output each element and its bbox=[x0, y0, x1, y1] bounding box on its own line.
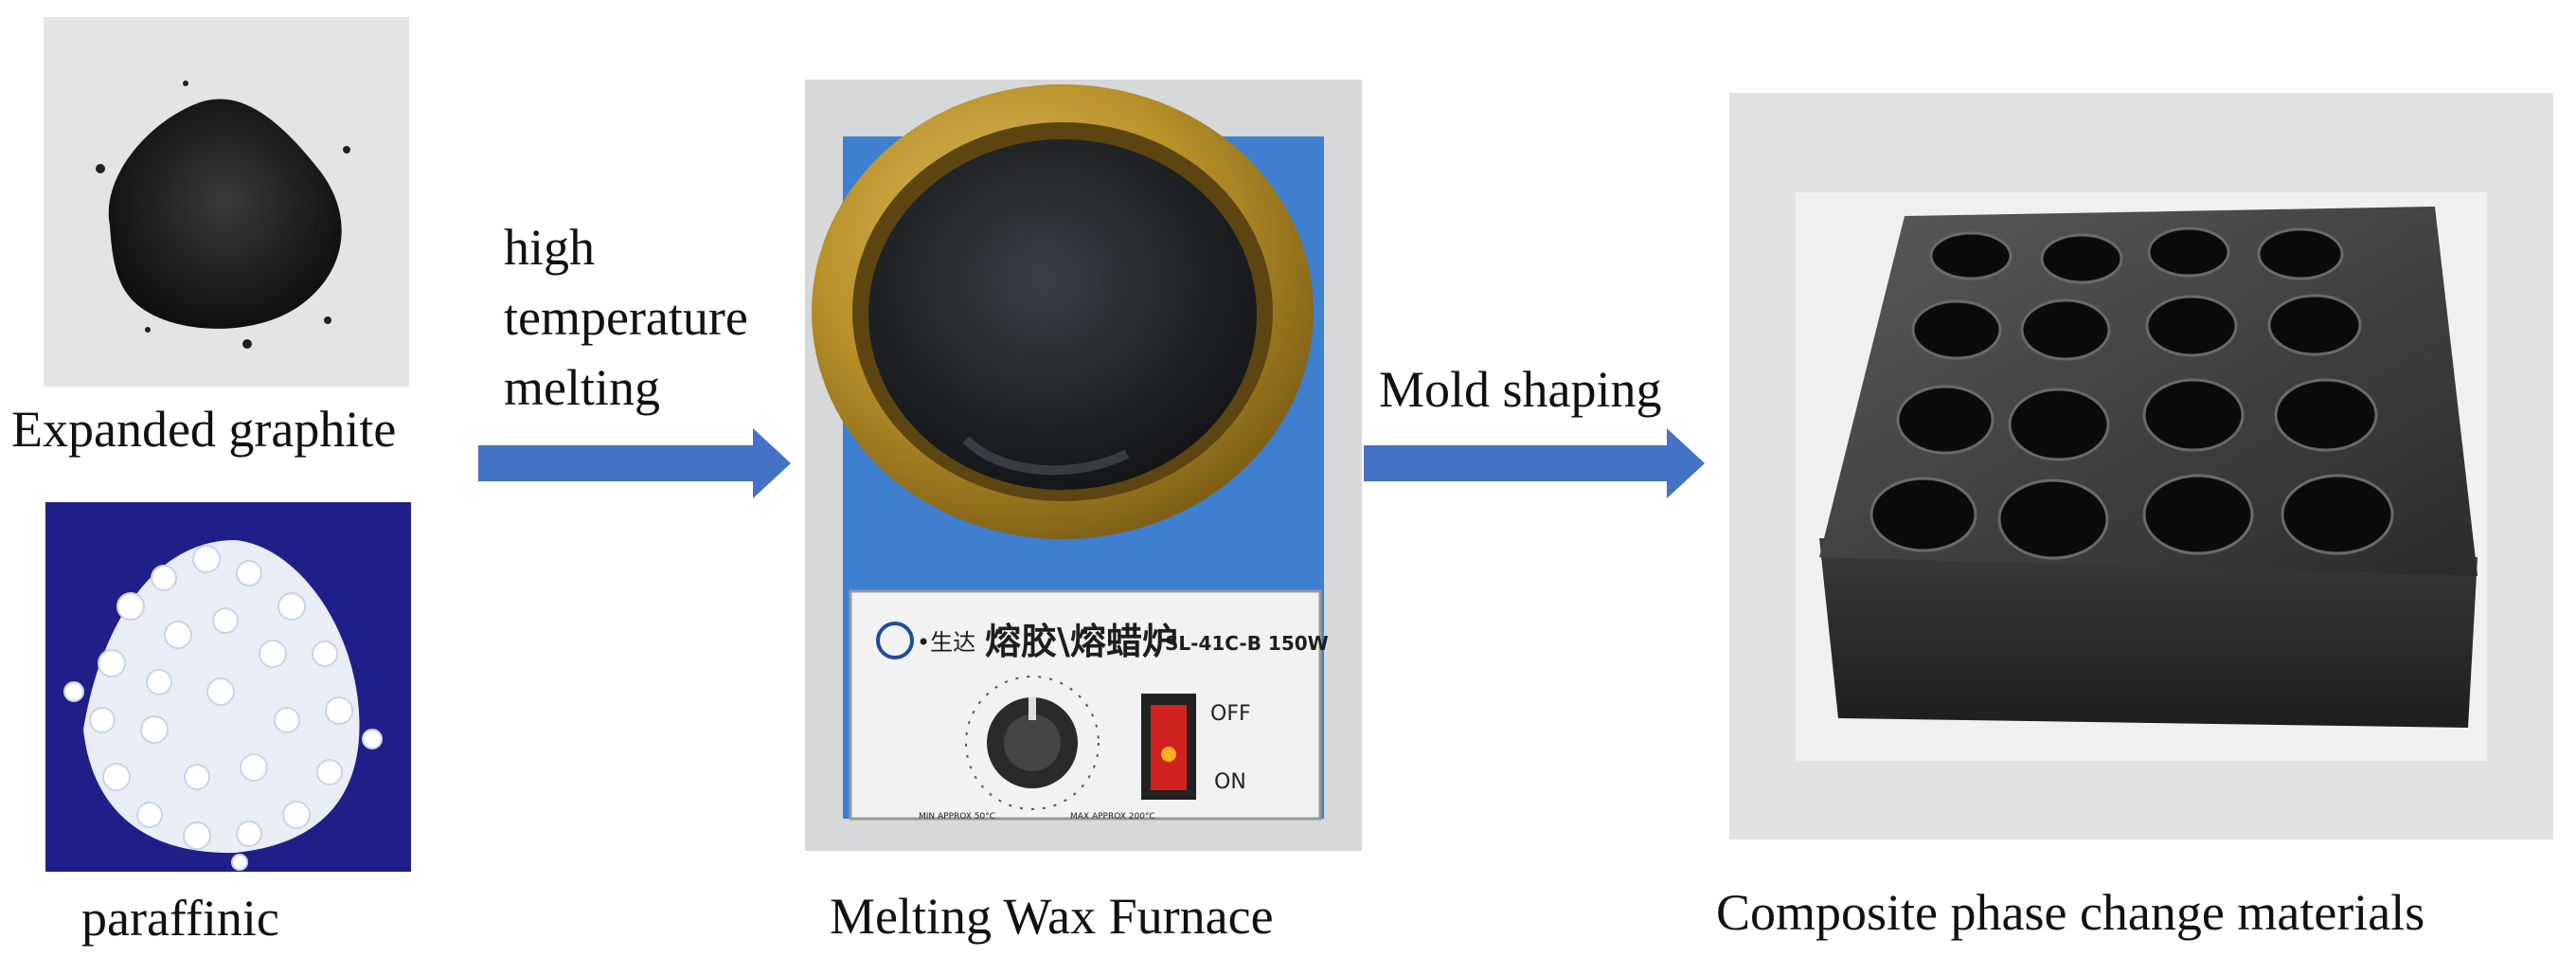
step1-label-line1: high bbox=[504, 219, 596, 276]
dial-max-label: MAX APPROX 200°C bbox=[1070, 812, 1155, 822]
furnace-panel-brand: •生达 bbox=[917, 629, 975, 656]
step1-label-line2: temperature bbox=[504, 289, 748, 346]
paraffin-photo bbox=[45, 502, 411, 872]
step2-label: Mold shaping bbox=[1379, 361, 1662, 418]
composite-pcm-photo bbox=[1729, 93, 2553, 840]
composite-pcm-label: Composite phase change materials bbox=[1716, 884, 2425, 941]
melting-wax-furnace-photo: •生达 熔胶\熔蜡炉 SL-41C-B 150W MIN APPROX 50°C… bbox=[805, 80, 1362, 851]
expanded-graphite-label: Expanded graphite bbox=[11, 401, 397, 458]
switch-off-label: OFF bbox=[1210, 702, 1251, 726]
furnace-panel-model: SL-41C-B 150W bbox=[1165, 632, 1329, 655]
expanded-graphite-photo bbox=[44, 17, 409, 387]
switch-on-label: ON bbox=[1214, 770, 1246, 794]
temperature-dial bbox=[965, 676, 1100, 810]
furnace-panel-title: 熔胶\熔蜡炉 bbox=[985, 621, 1178, 662]
power-switch bbox=[1141, 694, 1196, 800]
step1-arrow bbox=[478, 428, 791, 498]
step1-label-line3: melting bbox=[504, 359, 660, 416]
dial-min-label: MIN APPROX 50°C bbox=[919, 812, 995, 822]
furnace-label: Melting Wax Furnace bbox=[830, 888, 1274, 945]
paraffin-label: paraffinic bbox=[81, 890, 279, 947]
step2-arrow bbox=[1364, 428, 1705, 498]
